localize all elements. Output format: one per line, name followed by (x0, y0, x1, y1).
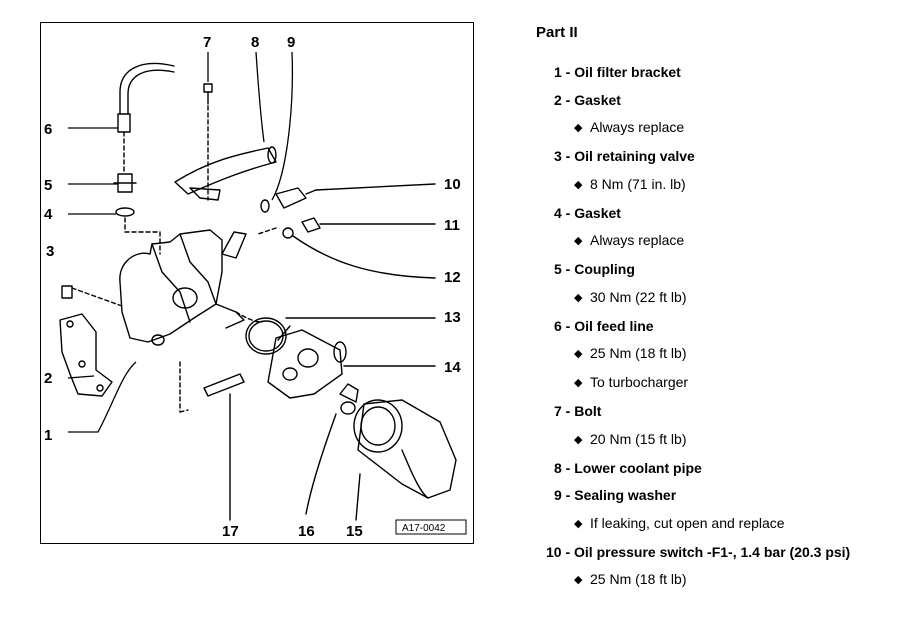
part-note-text: If leaking, cut open and replace (590, 515, 785, 531)
callout-14: 14 (444, 359, 461, 376)
part-note: ◆ 8 Nm (71 in. lb) (574, 176, 686, 192)
figure-id-box: A17-0042 (395, 519, 467, 535)
gasket-2-drawing (59, 313, 113, 397)
oil-filter-drawing (305, 383, 457, 521)
callout-1: 1 (44, 427, 52, 444)
callout-15: 15 (346, 523, 363, 540)
retaining-valve-3-drawing (61, 285, 123, 307)
diamond-bullet-icon: ◆ (574, 348, 583, 360)
section-title: Part II (536, 24, 578, 41)
pressure-switch-drawing (260, 183, 436, 213)
figure-id-label: A17-0042 (402, 523, 446, 534)
part-item-10: 10 - Oil pressure switch -F1-, 1.4 bar (… (546, 544, 851, 560)
part-item-6: 6 - Oil feed line (554, 318, 654, 334)
part-note: ◆ 20 Nm (15 ft lb) (574, 431, 686, 447)
callout-12: 12 (444, 269, 461, 286)
part-note-text: 8 Nm (71 in. lb) (590, 176, 686, 192)
callout-labels: 6 5 4 3 2 1 7 8 9 10 11 12 13 14 15 16 1… (44, 34, 461, 540)
callout-8: 8 (251, 34, 259, 51)
oil-feed-line-drawing (117, 62, 175, 173)
oil-filter-bracket-diagram: 6 5 4 3 2 1 7 8 9 10 11 12 13 14 15 16 1… (44, 34, 467, 540)
part-item-8: 8 - Lower coolant pipe (554, 460, 702, 476)
part-item-3: 3 - Oil retaining valve (554, 148, 695, 164)
callout-9: 9 (287, 34, 295, 51)
callout-2: 2 (44, 370, 52, 387)
callout-3: 3 (46, 243, 54, 260)
callout-6: 6 (44, 121, 52, 138)
part-note: ◆ To turbocharger (574, 374, 688, 390)
part-note-text: 20 Nm (15 ft lb) (590, 431, 687, 447)
diamond-bullet-icon: ◆ (574, 574, 583, 586)
callout-7: 7 (203, 34, 211, 51)
diamond-bullet-icon: ◆ (574, 292, 583, 304)
diagram-frame (40, 22, 474, 544)
callout-17: 17 (222, 523, 239, 540)
callout-10: 10 (444, 176, 461, 193)
diamond-bullet-icon: ◆ (574, 179, 583, 191)
part-item-4: 4 - Gasket (554, 205, 621, 221)
part-item-2: 2 - Gasket (554, 92, 621, 108)
part-note: ◆ If leaking, cut open and replace (574, 515, 785, 531)
part-note-text: 25 Nm (18 ft lb) (590, 571, 687, 587)
part-note: ◆ Always replace (574, 119, 684, 135)
coolant-pipe-drawing (174, 146, 277, 201)
part-note-text: 30 Nm (22 ft lb) (590, 289, 687, 305)
diamond-bullet-icon: ◆ (574, 434, 583, 446)
part-note-text: Always replace (590, 119, 685, 135)
diamond-bullet-icon: ◆ (574, 377, 583, 389)
part-note: ◆ 25 Nm (18 ft lb) (574, 571, 686, 587)
coupling-drawing (113, 173, 137, 193)
callout-5: 5 (44, 177, 52, 194)
part-item-5: 5 - Coupling (554, 261, 635, 277)
callout-4: 4 (44, 206, 53, 223)
callout-16: 16 (298, 523, 315, 540)
callout-13: 13 (444, 309, 461, 326)
part-item-7: 7 - Bolt (554, 403, 602, 419)
part-item-9: 9 - Sealing washer (554, 487, 677, 503)
callout-leaders (67, 51, 293, 433)
bolt-7-drawing (203, 83, 213, 201)
part-note-text: Always replace (590, 232, 685, 248)
diamond-bullet-icon: ◆ (574, 122, 583, 134)
part-note: ◆ 30 Nm (22 ft lb) (574, 289, 686, 305)
oil-retaining-valve-drawing (257, 217, 436, 279)
bolt-17-drawing (179, 361, 245, 521)
part-note: ◆ Always replace (574, 232, 684, 248)
diamond-bullet-icon: ◆ (574, 518, 583, 530)
part-note-text: 25 Nm (18 ft lb) (590, 345, 687, 361)
bracket-body-drawing (119, 229, 263, 346)
diamond-bullet-icon: ◆ (574, 235, 583, 247)
callout-11: 11 (444, 217, 460, 234)
part-note: ◆ 25 Nm (18 ft lb) (574, 345, 686, 361)
part-note-text: To turbocharger (590, 374, 689, 390)
part-item-1: 1 - Oil filter bracket (554, 64, 681, 80)
oil-cooler-drawing (267, 325, 436, 399)
